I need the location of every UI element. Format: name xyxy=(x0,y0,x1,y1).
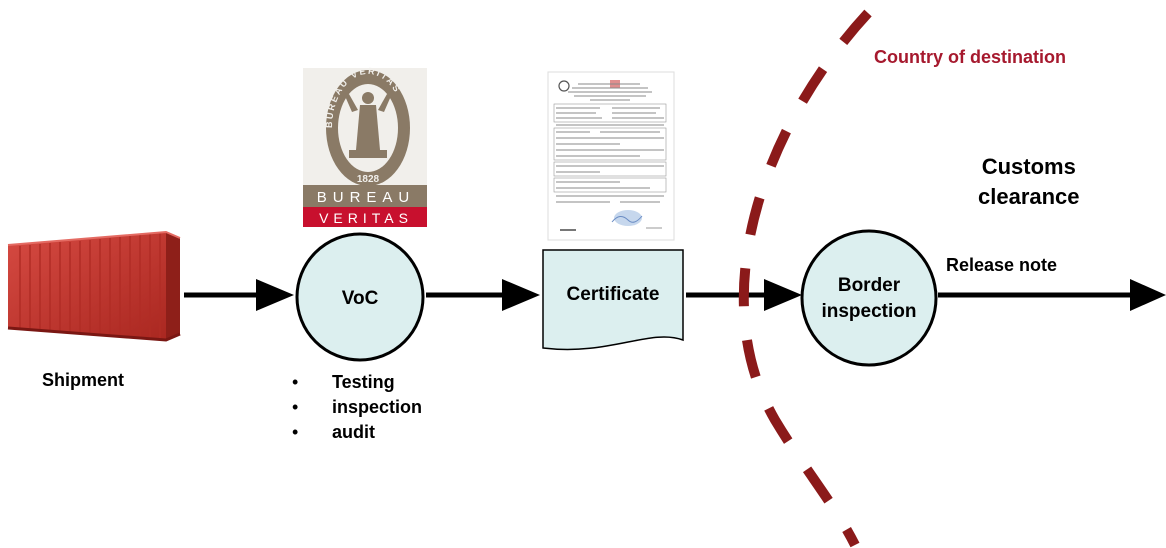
certificate-label: Certificate xyxy=(567,284,660,305)
voc-node: VoC xyxy=(295,232,425,362)
border-label-line1: Border xyxy=(838,275,901,296)
shipment-label: Shipment xyxy=(42,370,125,390)
voc-step-inspection: inspection xyxy=(292,395,422,420)
bureau-veritas-logo: BUREAU VERITAS 1828 BUREAU VERITAS xyxy=(303,66,427,227)
country-of-destination-label: Country of destination xyxy=(874,47,1066,67)
customs-line1: Customs xyxy=(981,154,1076,179)
voc-steps-list: Testing inspection audit xyxy=(292,370,422,445)
arrowhead-to-certificate xyxy=(502,279,540,311)
customs-clearance-label: Customs clearance xyxy=(978,152,1080,212)
flow-arrows xyxy=(184,279,1166,311)
logo-year: 1828 xyxy=(357,174,380,185)
border-label-line2: inspection xyxy=(821,301,916,322)
certificate-document-image xyxy=(547,71,675,241)
arrowhead-release xyxy=(1130,279,1166,311)
logo-word-bottom: VERITAS xyxy=(319,210,413,226)
voc-label: VoC xyxy=(342,288,379,309)
logo-word-top: BUREAU xyxy=(317,189,416,206)
customs-line2: clearance xyxy=(978,184,1080,209)
voc-step-testing: Testing xyxy=(292,370,422,395)
shipping-container-icon xyxy=(7,230,181,342)
voc-step-audit: audit xyxy=(292,420,422,445)
arrowhead-to-voc xyxy=(256,279,294,311)
release-note-label: Release note xyxy=(946,255,1058,275)
border-inspection-node: Border inspection xyxy=(800,229,938,367)
arrowhead-to-border xyxy=(764,279,802,311)
country-border-line xyxy=(738,9,872,548)
certificate-node: Certificate xyxy=(542,249,684,351)
